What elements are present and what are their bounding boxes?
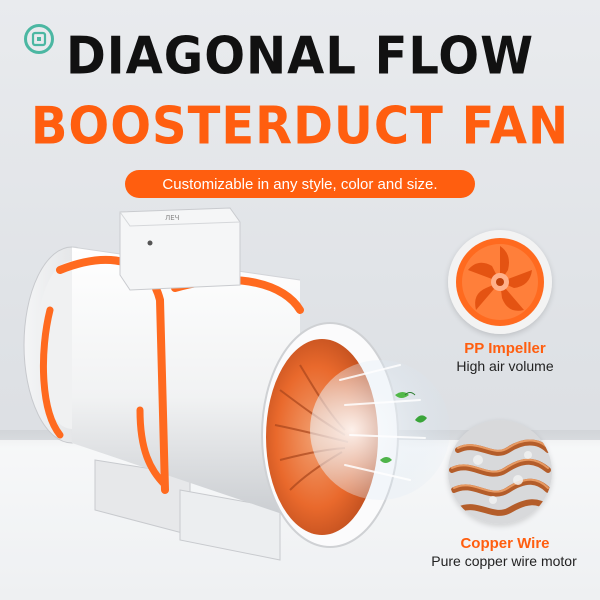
copper-coil-icon [448, 420, 552, 524]
brand-logo-icon [24, 24, 54, 54]
headline-line-1: DIAGONAL FLOW [65, 25, 535, 87]
feature-2-title: Copper Wire [460, 535, 550, 552]
feature-1-title: PP Impeller [464, 340, 546, 357]
feature-2-subtitle: Pure copper wire motor [431, 553, 577, 569]
tagline-pill: Customizable in any style, color and siz… [125, 170, 475, 198]
headline-line-2: BOOSTERDUCT FAN [30, 95, 570, 157]
impeller-icon [448, 230, 552, 334]
duct-fan-image: ЛЕЧ [23, 207, 450, 561]
feature-1-subtitle: High air volume [456, 358, 554, 374]
svg-text:ЛЕЧ: ЛЕЧ [165, 214, 180, 222]
